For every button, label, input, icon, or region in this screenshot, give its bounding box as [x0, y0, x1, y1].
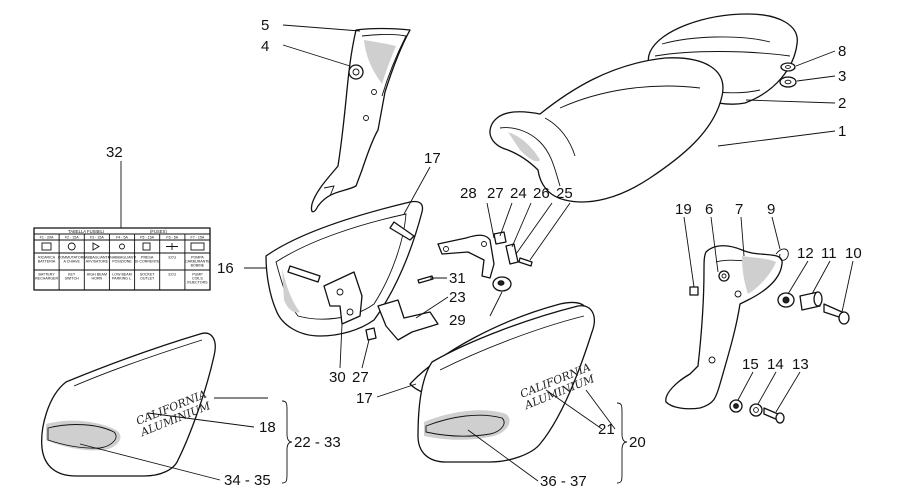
- callout-3: 3: [838, 68, 846, 85]
- fuse-label: TABELLA FUSIBILI (FUSES) F1 - 20A F2 - 15…: [33, 227, 211, 291]
- washer-8: [780, 62, 796, 72]
- callout-31: 31: [449, 270, 466, 287]
- callout-14: 14: [767, 356, 784, 373]
- washer-3: [779, 76, 797, 88]
- callout-9: 9: [767, 201, 775, 218]
- callout-29: 29: [449, 312, 466, 329]
- callout-27-lower: 27: [352, 369, 369, 386]
- fuse-header-left: TABELLA FUSIBILI: [68, 229, 104, 234]
- callout-21: 21: [598, 421, 615, 438]
- fuse-function-it-6: ECU: [168, 256, 176, 260]
- side-frame-support: [665, 245, 850, 424]
- callout-4: 4: [261, 38, 269, 55]
- callout-20: 20: [629, 434, 646, 451]
- fuse-rating-5: F5 - 15A: [140, 236, 154, 240]
- callout-2: 2: [838, 95, 846, 112]
- left-toolbox: [265, 200, 533, 341]
- callout-1: 1: [838, 123, 846, 140]
- rider-seat: [489, 57, 724, 203]
- callout-34-35: 34 - 35: [224, 472, 271, 489]
- fuse-header-right: (FUSES): [150, 229, 167, 234]
- fuse-rating-2: F2 - 15A: [65, 236, 79, 240]
- callout-6: 6: [705, 201, 713, 218]
- callout-17-lower: 17: [356, 390, 373, 407]
- fuse-rating-6: F6 - 5A: [166, 236, 178, 240]
- washer-14: [749, 403, 763, 417]
- callout-19: 19: [675, 201, 692, 218]
- callout-28: 28: [460, 185, 477, 202]
- callout-22-33: 22 - 33: [294, 434, 341, 451]
- spring-clip-9: [775, 248, 789, 261]
- callout-27-upper: 27: [487, 185, 504, 202]
- leader-lines: [79, 24, 854, 484]
- callout-16: 16: [217, 260, 234, 277]
- callout-numbers: 5 4 8 3 2 1 32 17 28 27 24 26 25 19 6 7 …: [106, 17, 862, 490]
- fuse-rating-3: F3 - 15A: [90, 236, 104, 240]
- callout-23: 23: [449, 289, 466, 306]
- nut-27: [365, 327, 377, 341]
- callout-5: 5: [261, 17, 269, 34]
- callout-7: 7: [735, 201, 743, 218]
- callout-30: 30: [329, 369, 346, 386]
- callout-36-37: 36 - 37: [540, 473, 587, 490]
- callout-8: 8: [838, 43, 846, 60]
- callout-11: 11: [821, 245, 837, 262]
- callout-15: 15: [742, 356, 759, 373]
- right-side-cover: CALIFORNIAALUMINIUM: [409, 301, 597, 463]
- rear-bracket: [310, 27, 411, 213]
- callout-24: 24: [510, 185, 527, 202]
- callout-25: 25: [556, 185, 573, 202]
- callout-32: 32: [106, 144, 123, 161]
- fuse-rating-7: F7 - 15A: [191, 236, 205, 240]
- bracket-23: [377, 299, 439, 341]
- callout-12: 12: [797, 245, 814, 262]
- callout-26: 26: [533, 185, 550, 202]
- callout-18: 18: [259, 419, 276, 436]
- seat-assembly: [489, 13, 798, 203]
- callout-10: 10: [845, 245, 862, 262]
- nut-19: [689, 286, 699, 296]
- fuse-rating-1: F1 - 20A: [40, 236, 54, 240]
- fuse-pictograms: [41, 242, 205, 251]
- fuse-function-en-6: ECU: [168, 273, 176, 277]
- left-side-cover: CALIFORNIAALUMINIUM: [41, 332, 216, 477]
- callout-17-upper: 17: [424, 150, 441, 167]
- callout-13: 13: [792, 356, 809, 373]
- bracket-28: [437, 234, 495, 279]
- fuse-rating-4: F4 - 5A: [116, 236, 128, 240]
